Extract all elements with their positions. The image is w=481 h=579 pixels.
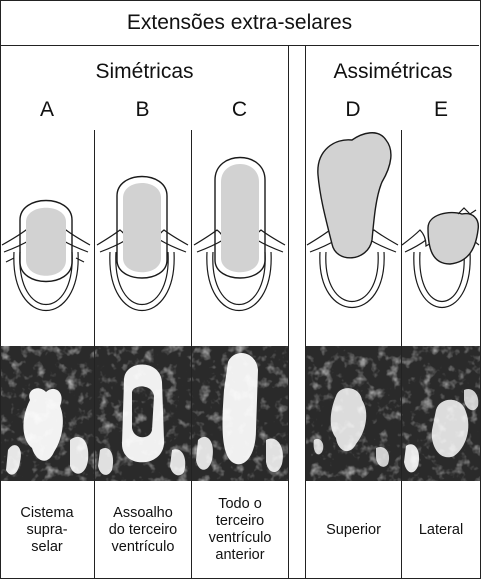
mri-panel-a [1,346,94,481]
mri-panel-d [305,346,401,481]
caption-e: Lateral [402,484,480,576]
caption-c: Todo o terceiro ventrículo anterior [192,484,288,576]
schematic-c [194,158,285,311]
schematic-d [307,133,398,308]
mri-panel-c [192,346,288,481]
mri-panel-e [402,346,480,481]
divider-group-left [288,46,289,579]
schematic-b [97,177,188,311]
schematic-e [402,208,479,308]
caption-a: Cistema supra- selar [0,484,94,576]
mri-panel-b [95,346,191,481]
caption-d: Superior [306,484,401,576]
caption-b: Assoalho do terceiro ventrículo [95,484,191,576]
schematic-a [2,201,90,311]
